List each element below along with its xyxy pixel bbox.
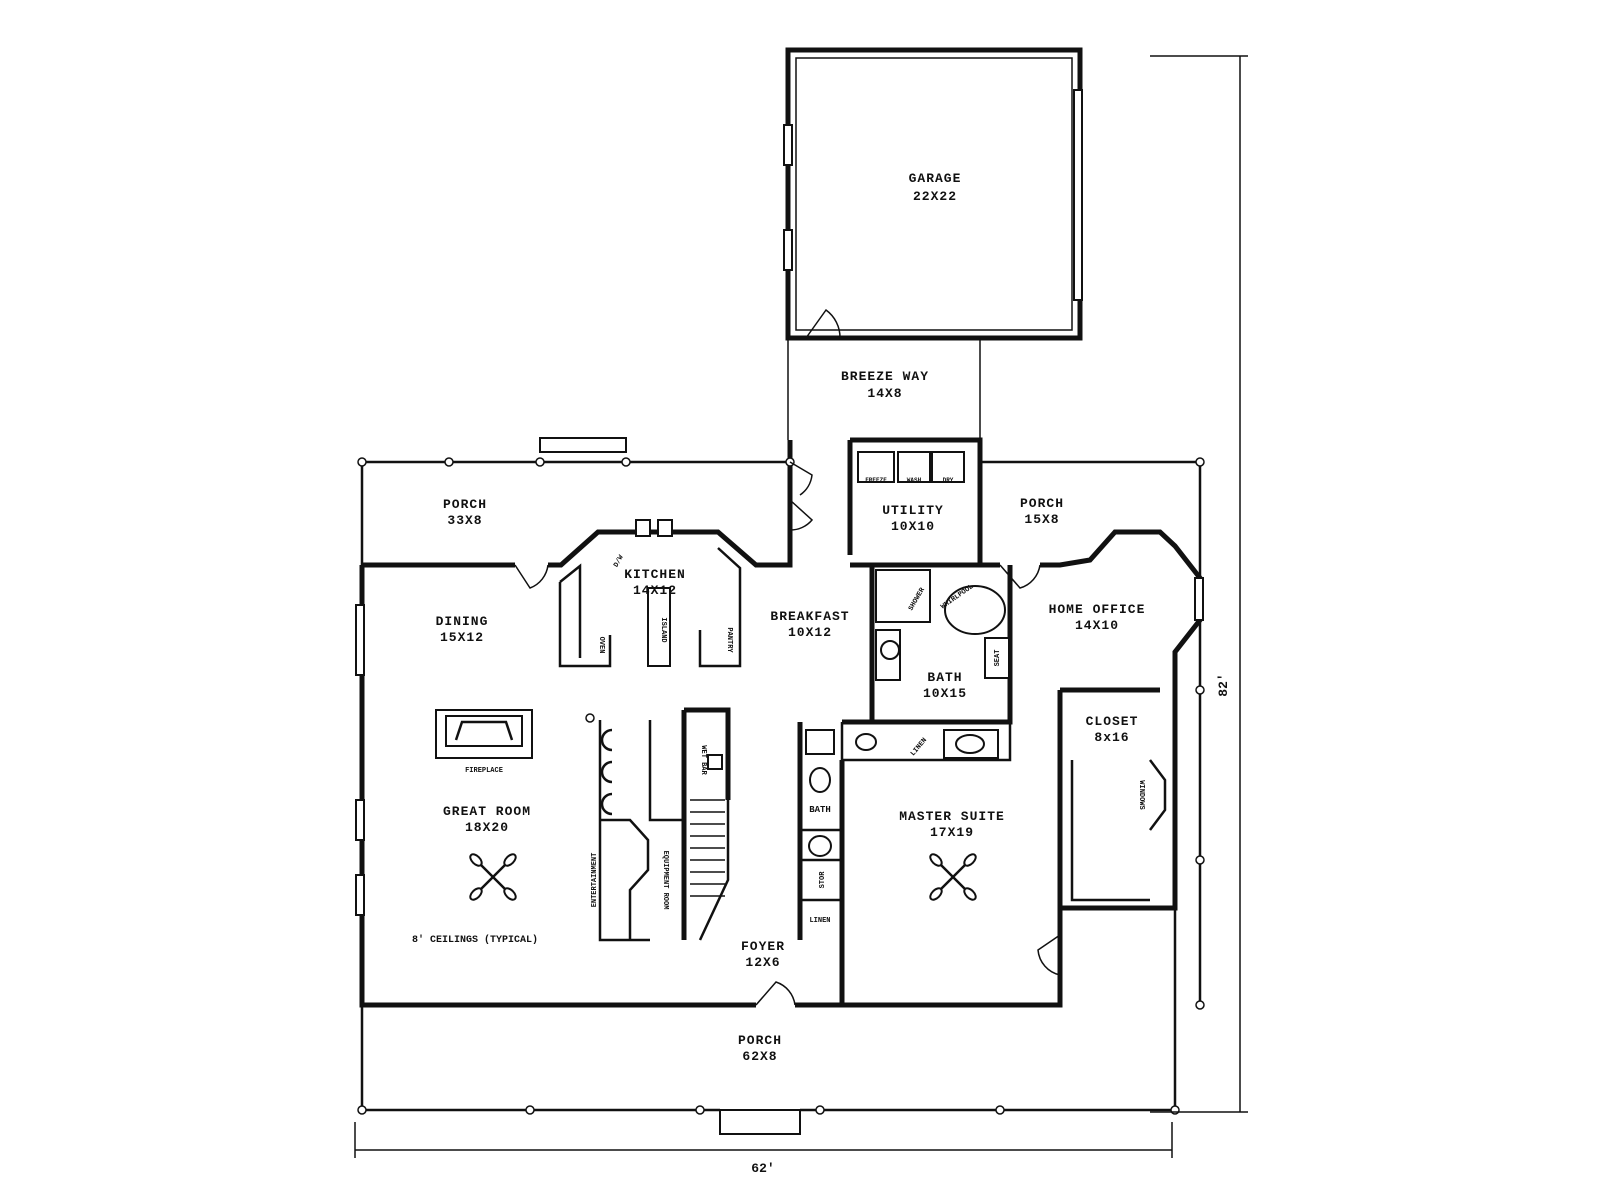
overall-depth-label: 82' (1216, 673, 1231, 696)
wash-label: WASH (907, 477, 922, 484)
breezeway-name: BREEZE WAY (841, 369, 929, 384)
home-office-name: HOME OFFICE (1049, 602, 1146, 617)
porch-rear-left-size: 33X8 (447, 513, 482, 528)
breezeway (787, 338, 981, 440)
island-label: ISLAND (659, 617, 667, 642)
breakfast-name: BREAKFAST (770, 609, 849, 624)
pantry-label: PANTRY (725, 627, 733, 653)
entertainment-label: ENTERTAINMENT (591, 853, 599, 908)
wet-bar-stools (585, 713, 723, 816)
ceiling-fans (469, 853, 977, 901)
master-bath-fixtures (805, 569, 1010, 857)
garage-size: 22X22 (913, 189, 957, 204)
equipment-room-label: EQUIPMENT ROOM (661, 851, 669, 910)
bath2-label: BATH (809, 805, 831, 815)
main-walls (359, 437, 1203, 1008)
foyer-size: 12X6 (745, 955, 780, 970)
room-labels: GARAGE 22X22 BREEZE WAY 14X8 PORCH 33X8 … (436, 171, 1146, 1064)
porch-rear-right-name: PORCH (1020, 496, 1064, 511)
porch-front-name: PORCH (738, 1033, 782, 1048)
utility-name: UTILITY (882, 503, 944, 518)
closet-name: CLOSET (1086, 714, 1139, 729)
ceilings-note: 8' CEILINGS (TYPICAL) (412, 934, 538, 946)
great-room-size: 18X20 (465, 820, 509, 835)
closet-size: 8x16 (1094, 730, 1129, 745)
linen-label: LINEN (909, 737, 929, 758)
breezeway-size: 14X8 (867, 386, 902, 401)
master-suite-size: 17X19 (930, 825, 974, 840)
fixture-labels: BATH FIREPLACE WET BAR ENTERTAINMENT EQU… (465, 477, 1145, 925)
great-room-name: GREAT ROOM (443, 804, 531, 819)
garage (783, 47, 1083, 341)
windows-label: WINDOWS (1137, 780, 1145, 809)
windows (355, 577, 1204, 916)
kitchen-name: KITCHEN (624, 567, 686, 582)
kitchen-size: 14X12 (633, 583, 677, 598)
utility-fixtures (857, 451, 965, 483)
porch-posts (357, 457, 1205, 1115)
dry-label: DRY (943, 477, 954, 484)
seat-label: SEAT (994, 650, 1002, 667)
freeze-label: FREEZE (865, 477, 887, 484)
home-office-size: 14X10 (1075, 618, 1119, 633)
overall-width-label: 62' (751, 1161, 774, 1176)
dining-name: DINING (436, 614, 489, 629)
dimension-lines (354, 55, 1248, 1158)
porch-rear-left-name: PORCH (443, 497, 487, 512)
fireplace-label: FIREPLACE (465, 767, 503, 775)
stairs (690, 799, 725, 897)
foyer-name: FOYER (741, 939, 785, 954)
oven-label: OVEN (597, 637, 605, 654)
fireplace (435, 709, 533, 759)
dining-size: 15X12 (440, 630, 484, 645)
breakfast-size: 10X12 (788, 625, 832, 640)
wet-bar-label: WET BAR (699, 745, 707, 775)
doors (514, 461, 1061, 1006)
porch-rear-right-size: 15X8 (1024, 512, 1059, 527)
porches (357, 437, 1205, 1135)
utility-size: 10X10 (891, 519, 935, 534)
porch-front-size: 62X8 (742, 1049, 777, 1064)
master-bath-size: 10X15 (923, 686, 967, 701)
master-bath-name: BATH (927, 670, 962, 685)
linen2-label: LINEN (809, 917, 830, 925)
stor-label: STOR (819, 871, 827, 889)
master-suite-name: MASTER SUITE (899, 809, 1005, 824)
garage-name: GARAGE (909, 171, 962, 186)
